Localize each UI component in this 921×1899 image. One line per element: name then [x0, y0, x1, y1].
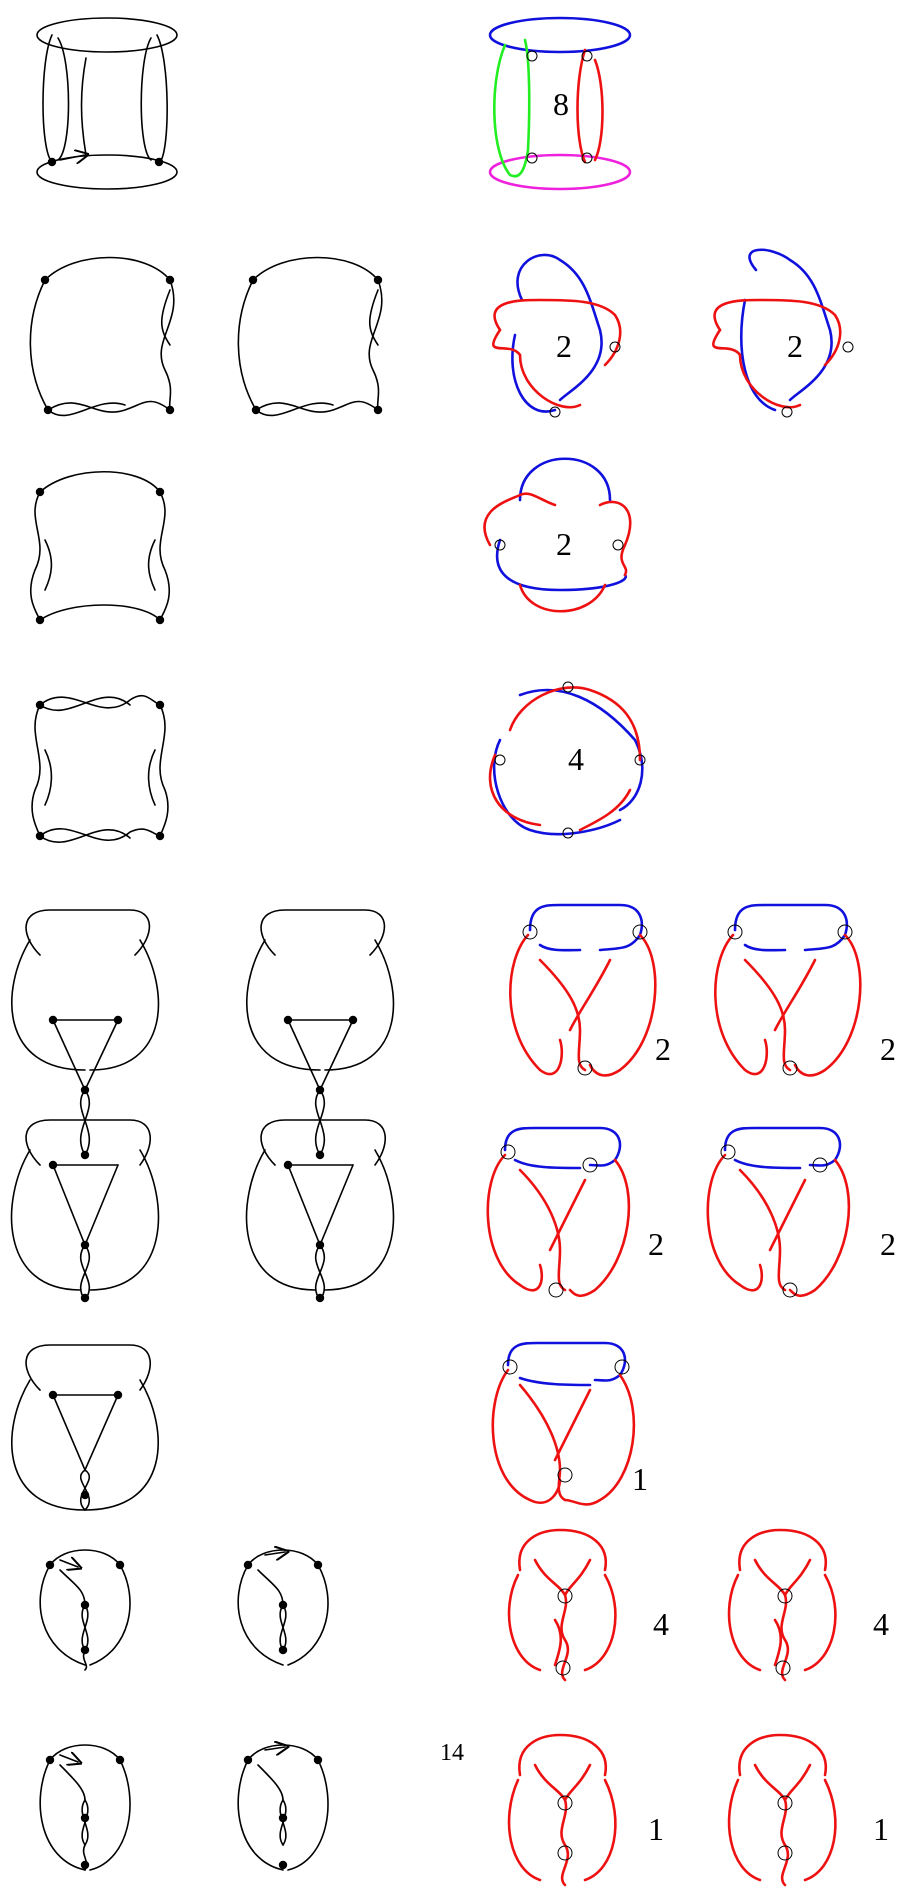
knot-row9b	[727, 1733, 837, 1887]
knot-row5b	[714, 903, 862, 1077]
knot-row1	[488, 16, 632, 191]
graph-row9b	[237, 1745, 329, 1871]
graph-row2a	[29, 256, 175, 417]
label-row9b: 1	[873, 1811, 889, 1847]
knot-row8a	[507, 1528, 617, 1682]
graph-row1	[36, 17, 178, 190]
knot-row2a	[492, 253, 622, 413]
graph-row6a	[10, 1119, 160, 1303]
label-row7: 1	[632, 1461, 648, 1497]
knot-row6a	[486, 1126, 631, 1298]
label-row3: 2	[556, 526, 572, 562]
knot-row2b	[712, 248, 842, 412]
knot-row8b	[727, 1528, 837, 1682]
label-row6a: 2	[648, 1226, 664, 1262]
graph-row8a	[39, 1549, 131, 1671]
graph-row2b	[237, 256, 383, 417]
graph-row8b	[237, 1550, 329, 1666]
label-row4: 4	[568, 741, 584, 777]
label-row9a: 1	[648, 1811, 664, 1847]
knot-row3	[483, 457, 632, 613]
graph-row4	[31, 695, 169, 843]
graph-row5b	[246, 909, 395, 1160]
knot-row6b	[706, 1126, 851, 1298]
knot-row4	[488, 686, 644, 836]
label-row6b: 2	[880, 1226, 896, 1262]
vertex-dot	[47, 157, 57, 167]
knot-row7	[491, 1341, 636, 1506]
label-row2b: 2	[787, 328, 803, 364]
knot-row9a	[507, 1733, 617, 1887]
knot-row5a	[509, 903, 657, 1077]
graph-row3	[30, 470, 170, 625]
label-row5a: 2	[655, 1031, 671, 1067]
graph-row6b	[245, 1119, 395, 1303]
graph-row9a	[39, 1744, 131, 1871]
vertex-dot	[154, 157, 164, 167]
label-row2a: 2	[556, 328, 572, 364]
label-row5b: 2	[880, 1031, 896, 1067]
label-row8b: 4	[873, 1606, 889, 1642]
label-row1: 8	[553, 86, 569, 122]
label-row9-index: 14	[440, 1740, 464, 1766]
graph-row7	[11, 1344, 159, 1511]
graph-row5a	[11, 909, 160, 1160]
label-row8a: 4	[653, 1606, 669, 1642]
